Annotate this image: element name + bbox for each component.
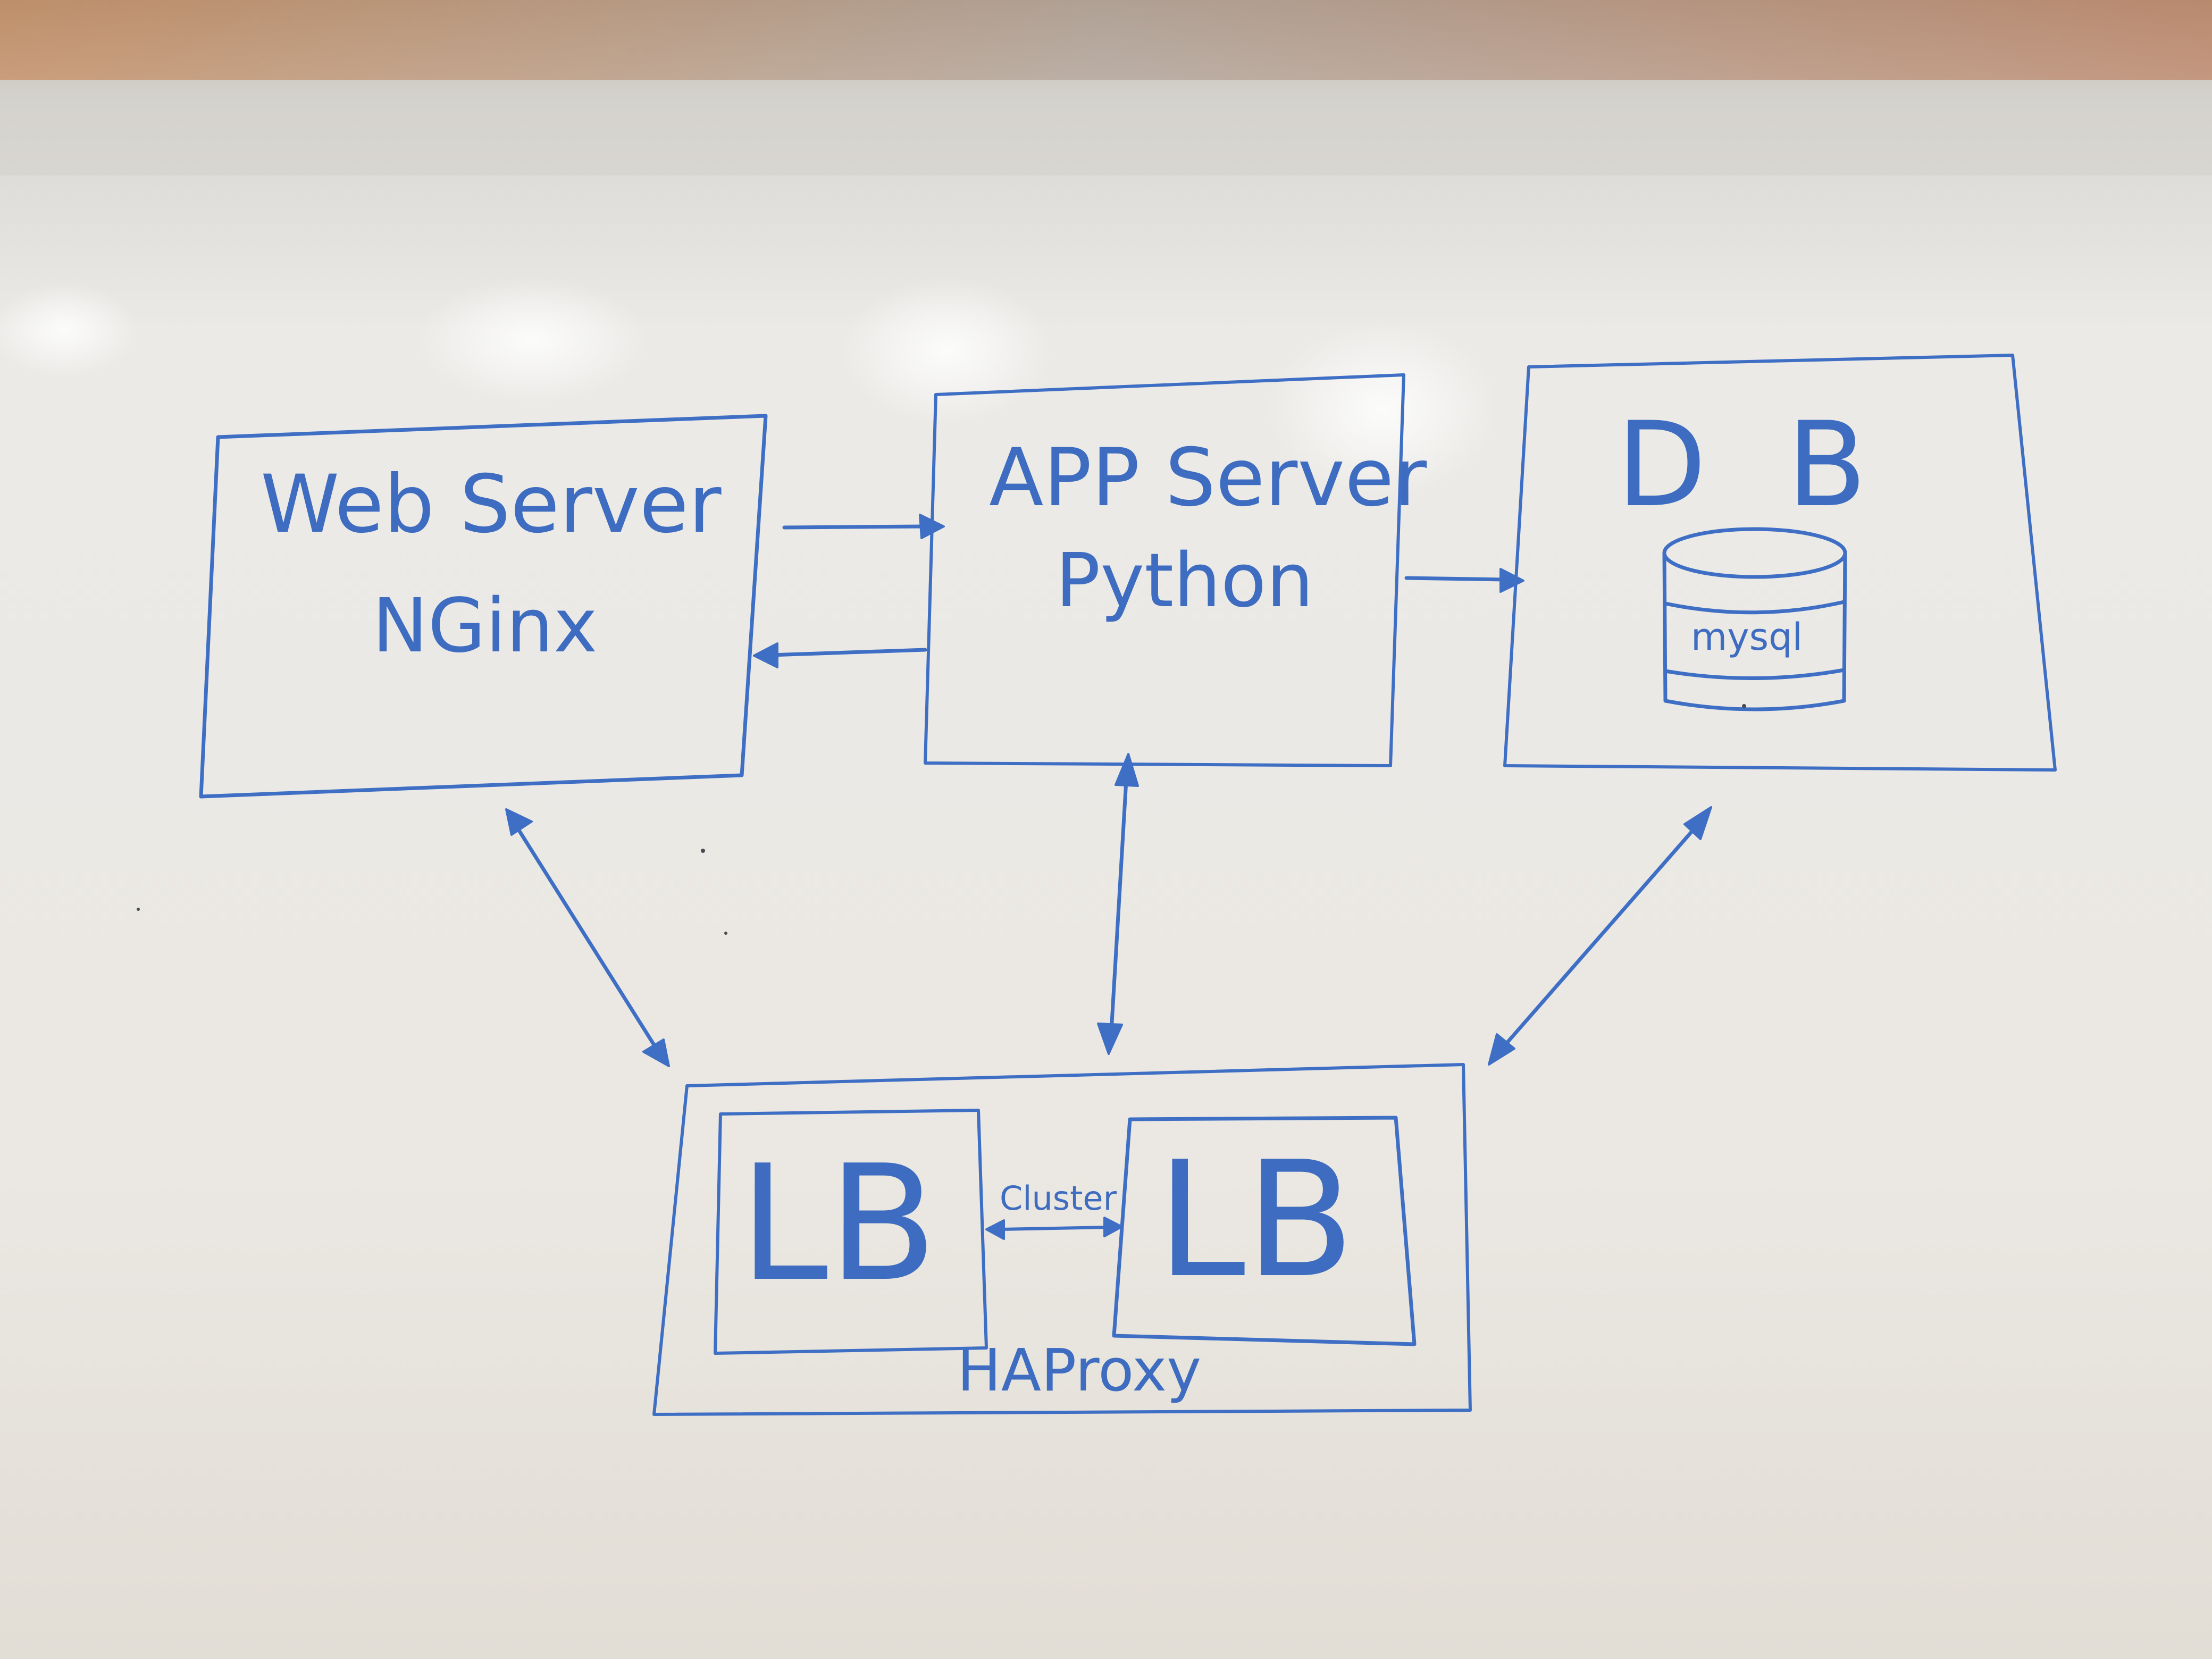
cluster-double-arrow (985, 1217, 1123, 1240)
arrow-db-haproxy (1488, 806, 1712, 1066)
database-cylinder-icon (1662, 527, 1847, 711)
cluster-label: Cluster (1000, 1179, 1117, 1218)
db-title-d: D (1616, 397, 1706, 533)
web-server-node: Web Server NGinx (199, 414, 768, 799)
app-server-node: APP Server Python (924, 373, 1427, 767)
board-top-frame (0, 0, 2212, 80)
app-server-box (924, 373, 1405, 767)
haproxy-label: HAProxy (957, 1336, 1201, 1404)
lb-left-label: LB (739, 1131, 937, 1317)
arrow-app-to-db (1404, 568, 1524, 593)
haproxy-box (652, 1063, 1472, 1416)
marker-dot-3 (137, 908, 140, 911)
glare-3 (1266, 319, 1499, 500)
db-box (1503, 354, 2057, 772)
app-server-title: APP Server (989, 432, 1427, 524)
marker-dot-4 (1742, 704, 1746, 708)
board-top-shade (0, 80, 2212, 175)
marker-dot-2 (724, 932, 727, 935)
arrow-web-haproxy (505, 808, 670, 1067)
glare-2 (840, 276, 1053, 425)
haproxy-group: HAProxy LB LB Cluster (652, 1063, 1472, 1416)
glare-1 (415, 276, 649, 404)
app-server-subtitle: Python (1055, 538, 1313, 624)
lb-right-box (1112, 1116, 1417, 1346)
web-server-box (199, 414, 768, 799)
glare-4 (0, 282, 138, 378)
arrow-app-haproxy (1097, 753, 1139, 1055)
web-server-title: Web Server (261, 458, 722, 551)
db-title-b: B (1787, 397, 1867, 533)
lb-right-label: LB (1157, 1127, 1355, 1313)
arrow-web-to-app (782, 514, 945, 539)
db-engine-label: mysql (1691, 615, 1803, 659)
arrow-app-to-web (753, 642, 927, 668)
marker-dot-1 (701, 849, 705, 853)
web-server-subtitle: NGinx (372, 583, 598, 669)
db-node: D B mysql (1503, 354, 2057, 772)
lb-left-box (714, 1109, 988, 1355)
